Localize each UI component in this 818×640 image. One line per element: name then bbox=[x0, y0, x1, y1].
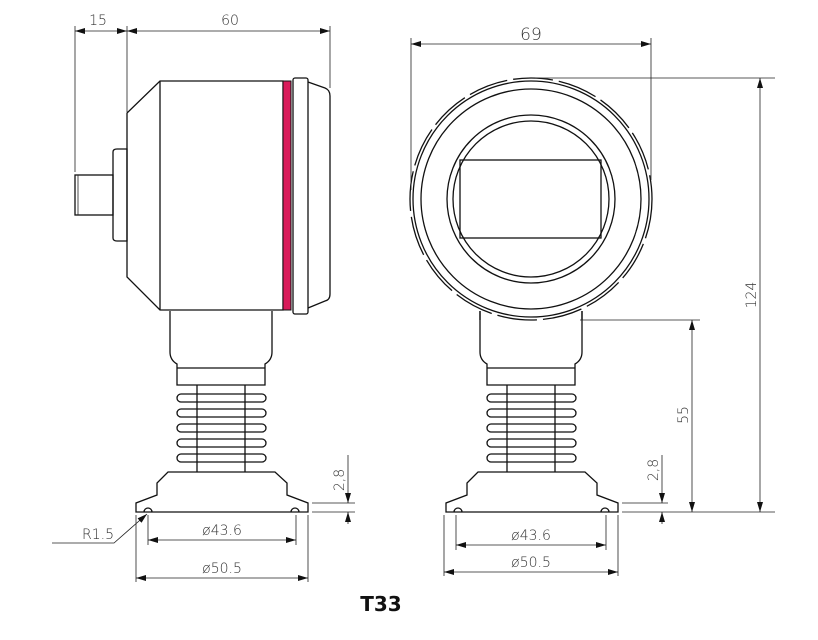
dim-flange-thickness: 2,8 bbox=[332, 469, 348, 491]
dim-inner-diameter-front: ø43.6 bbox=[511, 528, 551, 544]
cover-dome bbox=[307, 81, 331, 309]
dim-inner-diameter: ø43.6 bbox=[202, 523, 242, 539]
knurled-cover bbox=[409, 77, 653, 321]
display-window bbox=[459, 159, 602, 239]
dim-width: 69 bbox=[520, 25, 542, 45]
dim-lower-height: 55 bbox=[676, 406, 692, 424]
side-view: 15 60 2,8 ø43.6 ø50.5 R1.5 bbox=[52, 13, 355, 582]
dim-flange-thickness-front: 2,8 bbox=[646, 459, 662, 481]
front-view: 69 124 55 2,8 ø43.6 ø50.5 bbox=[409, 25, 775, 576]
dim-outer-diameter-front: ø50.5 bbox=[511, 555, 551, 571]
dim-connector-length: 15 bbox=[89, 13, 107, 29]
dim-body-length: 60 bbox=[221, 13, 239, 29]
housing-body bbox=[126, 80, 284, 311]
cover-ring bbox=[292, 77, 309, 315]
model-title: T33 bbox=[360, 592, 401, 616]
window-ring bbox=[446, 114, 616, 284]
connector-boss bbox=[112, 148, 128, 242]
threaded-connector bbox=[74, 174, 114, 216]
process-connection bbox=[135, 310, 309, 513]
dim-radius: R1.5 bbox=[82, 527, 114, 543]
seal-band bbox=[282, 80, 292, 311]
process-connection-front bbox=[445, 310, 619, 513]
dim-outer-diameter: ø50.5 bbox=[202, 561, 242, 577]
dim-total-height: 124 bbox=[744, 282, 760, 309]
